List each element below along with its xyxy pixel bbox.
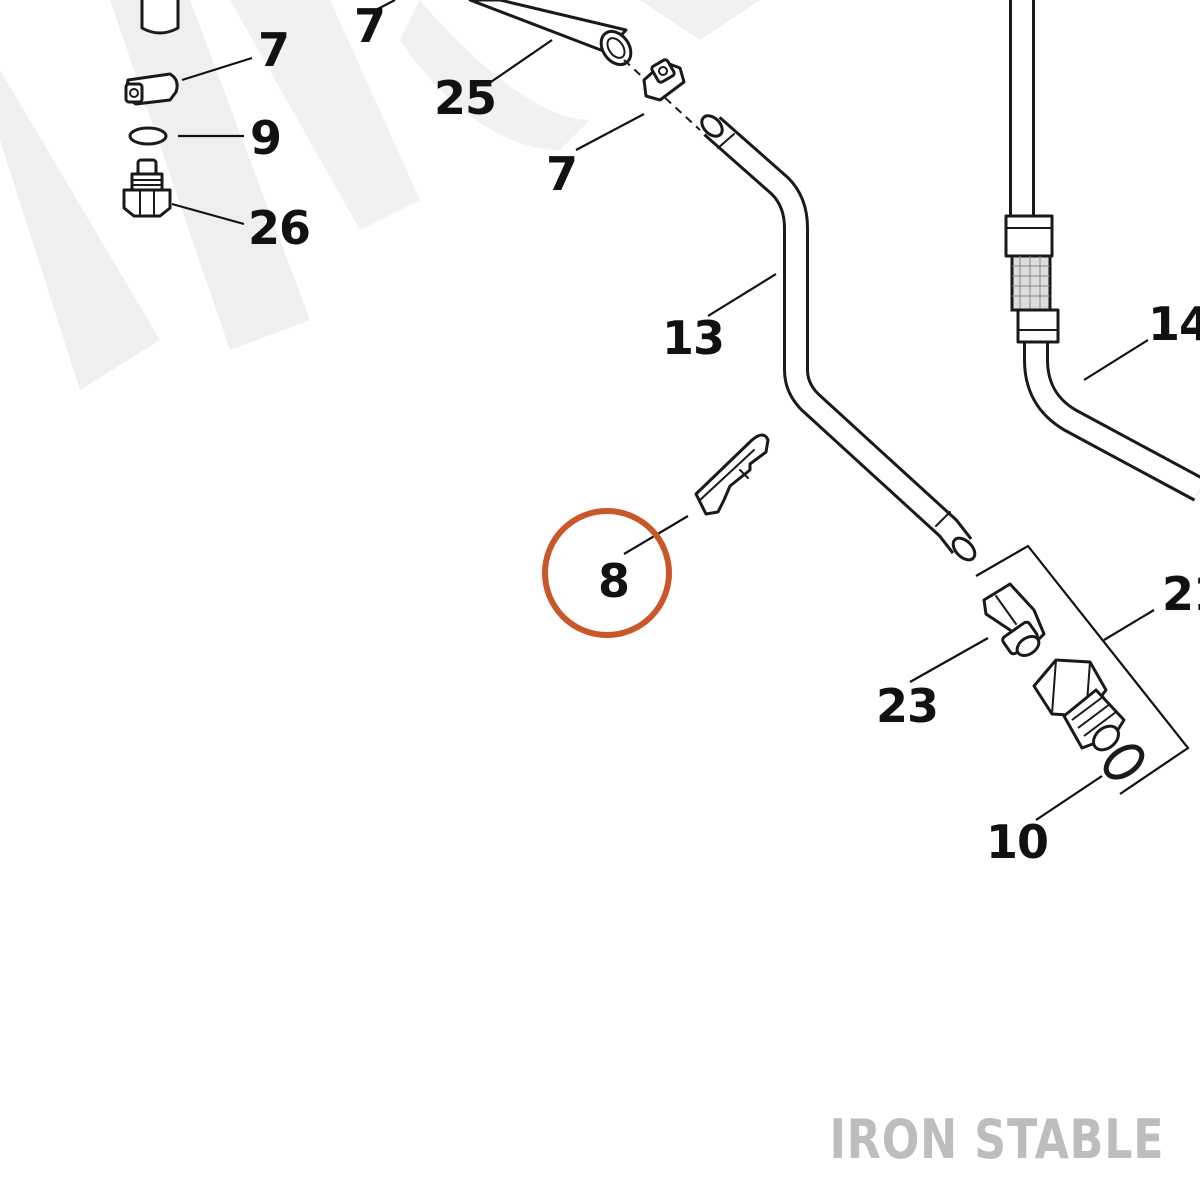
callout-25: 25 [434, 71, 496, 125]
o-ring-left [128, 126, 168, 146]
hose-14 [1004, 0, 1200, 502]
drain-plug [122, 158, 172, 218]
highlight-ring [542, 508, 672, 638]
callout-7-middle: 7 [546, 147, 577, 201]
o-ring-right [1103, 744, 1145, 780]
group-bracket [975, 544, 1190, 795]
callout-7-left: 7 [258, 23, 289, 77]
retaining-clip-8 [694, 433, 770, 516]
watermark-logo [0, 0, 760, 390]
hose-25 [468, 0, 633, 67]
callout-21: 21 [1162, 567, 1200, 621]
pipe-stub-top-left [140, 0, 180, 35]
quick-connector-23 [982, 582, 1046, 658]
callout-labels: 7 7 25 9 7 26 13 14 8 21 23 10 [248, 0, 1200, 869]
callout-8: 8 [598, 554, 629, 608]
callout-14: 14 [1148, 297, 1200, 351]
callout-23: 23 [876, 679, 938, 733]
assembly-line [623, 59, 701, 131]
hose-clamp-left [124, 72, 179, 106]
leader-lines [171, 0, 1155, 821]
callout-10: 10 [986, 815, 1048, 869]
fitting-21 [1032, 658, 1126, 752]
callout-13: 13 [662, 311, 724, 365]
callout-9: 9 [250, 111, 281, 165]
callout-26: 26 [248, 201, 310, 255]
brand-wordmark: IRON STABLE [829, 1108, 1164, 1171]
hose-clamp-middle [642, 58, 686, 102]
callout-7-top: 7 [354, 0, 385, 53]
tube-13 [700, 114, 977, 562]
